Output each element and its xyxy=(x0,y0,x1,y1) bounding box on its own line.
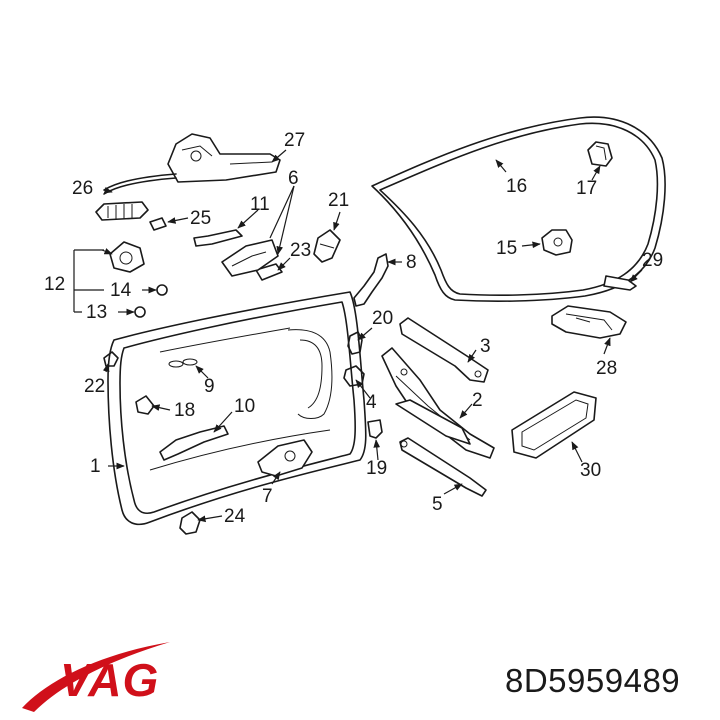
logo-text: VAG xyxy=(60,654,159,706)
bulb-29 xyxy=(603,275,637,291)
part-number: 8D5959489 xyxy=(505,662,681,699)
gas-strut-5 xyxy=(399,437,487,497)
callout-26: 26 xyxy=(72,178,93,199)
callout-labels: 27 26 6 25 11 21 23 12 14 13 22 9 18 10 … xyxy=(44,130,663,527)
latch-7 xyxy=(257,439,313,477)
vag-logo: VAG xyxy=(22,642,170,712)
callout-22: 22 xyxy=(84,376,105,397)
callout-24: 24 xyxy=(224,506,246,527)
clip-24 xyxy=(179,511,201,535)
callout-18: 18 xyxy=(174,400,195,421)
lock-cylinder-6 xyxy=(221,239,279,277)
callout-28: 28 xyxy=(596,358,617,379)
handle-tray-30 xyxy=(511,391,597,459)
callout-1: 1 xyxy=(90,456,101,477)
callout-6: 6 xyxy=(288,168,299,189)
callout-5: 5 xyxy=(432,494,443,515)
grommets-9 xyxy=(168,358,198,368)
callout-12: 12 xyxy=(44,274,65,295)
callout-17: 17 xyxy=(576,178,597,199)
callout-25: 25 xyxy=(190,208,211,229)
hinge-arm-3 xyxy=(399,317,489,383)
actuator-21 xyxy=(313,229,341,263)
callout-13: 13 xyxy=(86,302,107,323)
trunk-lid-panel-1 xyxy=(107,291,367,526)
callout-23: 23 xyxy=(290,240,311,261)
striker-15 xyxy=(541,229,573,256)
switch-23 xyxy=(255,263,283,281)
callout-30: 30 xyxy=(580,460,601,481)
callout-3: 3 xyxy=(480,336,491,357)
callout-27: 27 xyxy=(284,130,305,151)
grille-25 xyxy=(95,201,167,231)
hinge-2 xyxy=(381,347,495,459)
lamp-housing-28 xyxy=(551,305,627,339)
callout-2: 2 xyxy=(472,390,483,411)
clip-22 xyxy=(103,351,119,367)
callout-14: 14 xyxy=(110,280,132,301)
leader-lines xyxy=(73,149,643,523)
rod-8 xyxy=(353,253,389,307)
trunk-seal-16 xyxy=(371,116,666,302)
buffer-19 xyxy=(367,419,383,439)
callout-21: 21 xyxy=(328,190,349,211)
callout-10: 10 xyxy=(234,396,255,417)
callout-11: 11 xyxy=(250,194,270,215)
callout-4: 4 xyxy=(366,392,377,413)
clip-17 xyxy=(587,141,613,167)
callout-8: 8 xyxy=(406,252,417,273)
callout-16: 16 xyxy=(506,176,527,197)
callout-7: 7 xyxy=(262,486,273,507)
callout-19: 19 xyxy=(366,458,387,479)
rod-11 xyxy=(193,229,243,247)
release-10 xyxy=(159,425,229,461)
callout-20: 20 xyxy=(372,308,393,329)
cable-26 xyxy=(103,173,177,195)
grommet-14 xyxy=(156,284,168,296)
callout-29: 29 xyxy=(642,250,663,271)
logo-swoosh-icon xyxy=(22,642,170,712)
callout-9: 9 xyxy=(204,376,215,397)
bracket-18 xyxy=(135,395,155,415)
callout-15: 15 xyxy=(496,238,517,259)
lock-27 xyxy=(167,133,281,183)
motor-12 xyxy=(109,241,145,273)
plug-13 xyxy=(134,306,146,318)
